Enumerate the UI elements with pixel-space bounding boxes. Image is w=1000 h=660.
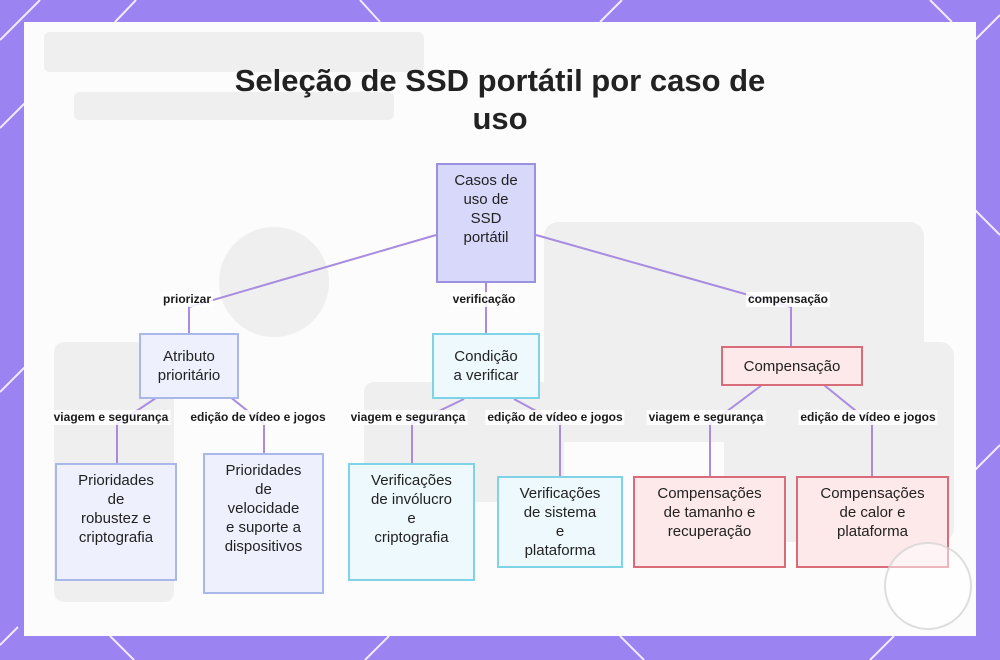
node-root-label: Casos de uso de SSD portátil — [454, 172, 518, 246]
node-verificacoes-sistema-label: Verificações de sistema e plataforma — [519, 485, 601, 559]
page-title: Seleção de SSD portátil por caso de uso — [234, 63, 766, 136]
node-compensacoes-tamanho: Compensações de tamanho e recuperação — [633, 476, 786, 568]
node-prioridades-robustez-label: Prioridades de robustez e criptografia — [78, 472, 154, 546]
edge-label-compensacao: compensação — [745, 292, 831, 307]
node-condicao-verificar-label: Condição a verificar — [453, 348, 519, 384]
node-prioridades-velocidade: Prioridades de velocidade e suporte a di… — [203, 453, 324, 594]
edge-label-comp-edicao: edição de vídeo e jogos — [798, 410, 938, 425]
node-compensacoes-tamanho-label: Compensações de tamanho e recuperação — [657, 485, 762, 540]
node-prioridades-velocidade-label: Prioridades de velocidade e suporte a di… — [224, 462, 303, 555]
node-verificacoes-involucro: Verificações de invólucro e criptografia — [348, 463, 475, 581]
diagram-card: Seleção de SSD portátil por caso de uso … — [24, 22, 976, 636]
node-atributo-prioritario: Atributo prioritário — [139, 333, 239, 399]
node-atributo-prioritario-label: Atributo prioritário — [157, 348, 221, 384]
node-prioridades-robustez: Prioridades de robustez e criptografia — [55, 463, 177, 581]
logo-watermark-icon — [884, 542, 972, 630]
node-verificacoes-involucro-label: Verificações de invólucro e criptografia — [371, 472, 452, 546]
edge-label-verificacao: verificação — [450, 292, 518, 307]
edge-label-cond-viagem: viagem e segurança — [348, 410, 468, 425]
edge-label-cond-edicao: edição de vídeo e jogos — [485, 410, 625, 425]
node-root: Casos de uso de SSD portátil — [436, 163, 536, 283]
edge-label-attr-edicao: edição de vídeo e jogos — [188, 410, 328, 425]
node-compensacao: Compensação — [721, 346, 863, 386]
edge-label-attr-viagem: viagem e segurança — [51, 410, 171, 425]
node-verificacoes-sistema: Verificações de sistema e plataforma — [497, 476, 623, 568]
node-compensacoes-calor-label: Compensações de calor e plataforma — [820, 485, 925, 540]
node-condicao-verificar: Condição a verificar — [432, 333, 540, 399]
edge-label-comp-viagem: viagem e segurança — [646, 410, 766, 425]
edge-label-priorizar: priorizar — [160, 292, 214, 307]
node-compensacao-label: Compensação — [743, 357, 841, 375]
